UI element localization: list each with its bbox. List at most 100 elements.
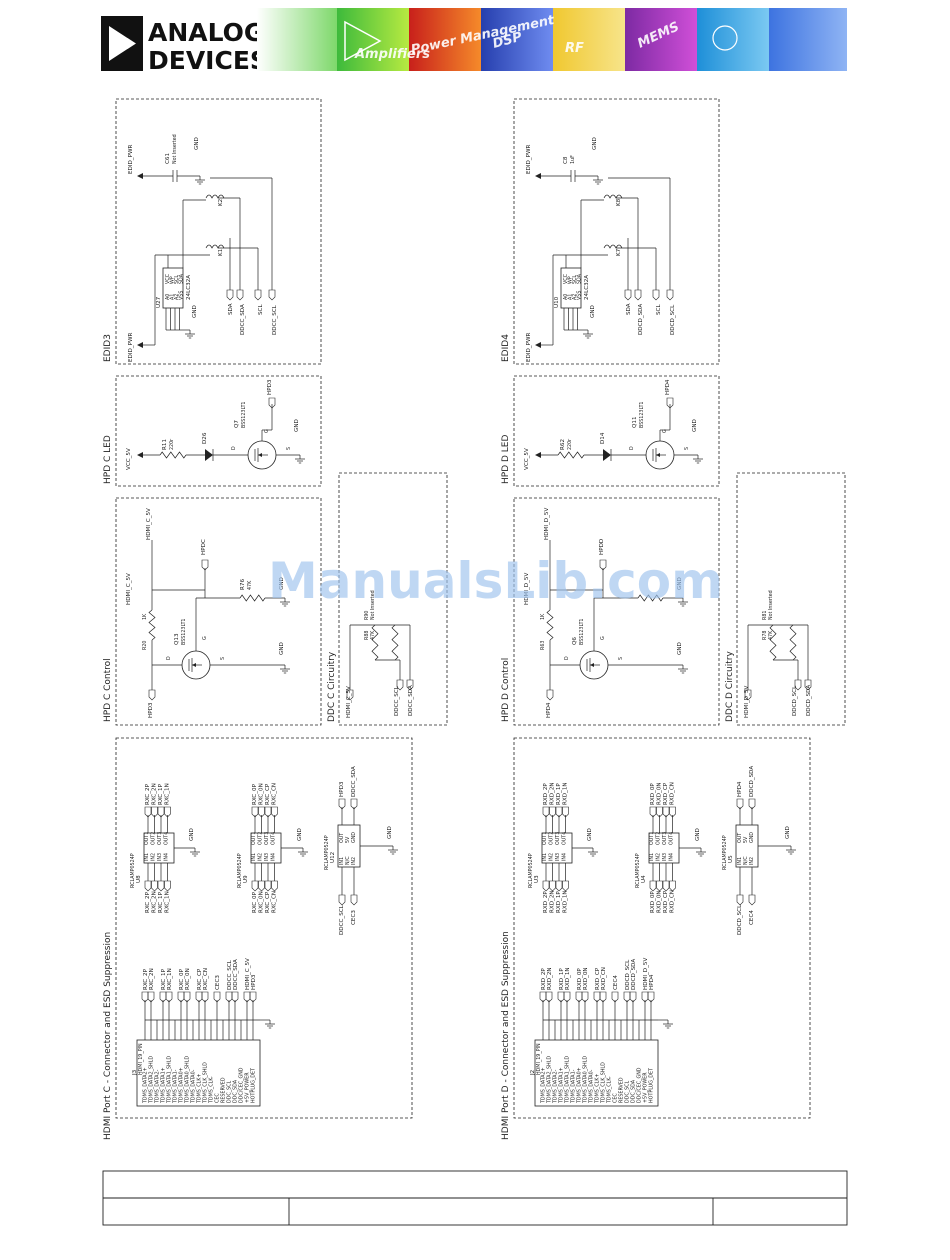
title-hdmi-d: HDMI Port D - Connector and ESD Suppress… — [501, 931, 511, 1140]
esd-a-pin-in-3: IN4 — [562, 853, 568, 861]
ctrl-mosfet-arrow — [590, 663, 594, 667]
hdmi-net-flag-6 — [195, 991, 203, 1003]
edid-ic-part: 24LC32A — [584, 275, 590, 300]
esd-b-out-label-1: RXC_0N — [259, 783, 265, 805]
hdmi-net-label-5: RXC_0N — [185, 968, 191, 990]
esd-b-out-label-3: RXC_CN — [272, 783, 278, 805]
hdmi-net-flag-6 — [593, 991, 601, 1003]
led-gate-label: G — [662, 429, 668, 433]
hdmi-pin-name-11: TDMS_CLK- — [209, 1076, 215, 1104]
title-block — [102, 1170, 848, 1226]
header: ANALOG DEVICES Amplifiers Power Manageme… — [101, 8, 847, 75]
led-drain-label: D — [231, 446, 237, 450]
esd-c-ref: U12 — [330, 852, 336, 863]
led-vcc-arrow — [535, 452, 541, 458]
edid-ic-gnd-label: GND — [192, 305, 198, 318]
esd-b-out-flag-2 — [662, 806, 670, 818]
esd-b-out-label-0: RXD_0P — [650, 783, 656, 805]
edid-cap-gnd-label: GND — [194, 137, 200, 150]
ctrl-hpd-flag — [546, 689, 554, 701]
ddc-resistor-1-val: Not Inserted — [768, 590, 774, 620]
ctrl-hpdc-flag — [599, 559, 607, 571]
ddc-resistor-2 — [769, 624, 777, 661]
ctrl-hpd-flag — [148, 689, 156, 701]
hdmi-connector-body — [534, 1039, 659, 1107]
edid-relay-top-label: K2 — [218, 199, 224, 206]
hdmi-net-label-3: RXC_1N — [167, 968, 173, 990]
hdmi-pin-name-12: CEC — [215, 1093, 221, 1103]
hdmi-pin-name-7: TDMS_DATA0_SHLD — [185, 1056, 191, 1104]
ddc-scl-label: DDCC_SCL — [394, 685, 400, 716]
edid-ic-pin-4: VCC — [563, 273, 569, 284]
led-vcc-label: VCC_5V — [126, 448, 132, 470]
esd-a-out-label-0: RXC_2P — [145, 783, 151, 805]
hdmi-net-flag-12 — [249, 991, 257, 1003]
esd-c-out-label-0: HPD4 — [737, 781, 743, 797]
edid-pwr-bottom-arrow — [535, 342, 541, 348]
esd-c-in-flag-1 — [350, 894, 358, 906]
edid-ic-pin-4: VCC — [165, 273, 171, 284]
led-resistor — [159, 451, 187, 459]
esd-c-out-flag-0 — [736, 798, 744, 810]
esd-b-pin-in-3: IN4 — [669, 853, 675, 861]
edid-ddc-scl-flag — [268, 289, 276, 301]
esd-a-out-flag-0 — [542, 806, 550, 818]
edid-sda-label: SDA — [626, 303, 632, 315]
esd-a-in-label-0: RXC_2P — [145, 891, 151, 913]
edid-scl-flag — [254, 289, 262, 301]
esd-c-part: RCLAMP0524P — [722, 835, 728, 870]
edid-ic-gnd-label: GND — [590, 305, 596, 318]
hdmi-net-label-2: RXD_1P — [559, 968, 565, 990]
ctrl-drain-label: D — [166, 656, 172, 660]
ctrl-resistor-a — [148, 609, 156, 641]
edid-relay-top-label: K8 — [616, 198, 622, 206]
hdmi-net-flag-8 — [213, 991, 221, 1003]
hdmi-net-label-9: DDCC_SCL — [227, 959, 233, 990]
esd-c-out-flag-0 — [338, 798, 346, 810]
led-diode-icon — [205, 449, 213, 461]
banner-tile-5 — [625, 8, 697, 71]
esd-c-pin-in-0: IN1 — [737, 857, 743, 865]
hdmi-net-flag-3 — [563, 991, 571, 1003]
hdmi-connector-part: HDMI_19_PIN — [138, 1043, 144, 1075]
esd-a-pin-out-1: OUT2 — [549, 832, 555, 845]
esd-b-out-label-2: RXC_CP — [265, 783, 271, 805]
edid-ic-body — [560, 267, 582, 309]
edid-scl-flag — [652, 289, 660, 301]
hdmi-pin-name-9: TDMS_CLK+ — [197, 1074, 203, 1104]
edid-ic-ref: U10 — [554, 296, 560, 308]
esd-c-ref: U5 — [728, 855, 734, 863]
esd-a-pin-in-1: IN2 — [549, 853, 555, 861]
hdmi-net-label-1: RXC_2N — [149, 968, 155, 990]
hdmi-pin-name-8: TDMS_DATA0- — [191, 1069, 197, 1104]
hdmi-net-label-9: DDCD_SCL — [625, 959, 631, 990]
edid-ic-pin-0: A0 — [563, 294, 569, 300]
hdmi-net-label-0: RXD_2P — [541, 968, 547, 990]
ctrl-resistor-b — [239, 594, 266, 602]
hdmi-pin-name-17: +5V_POWER — [245, 1072, 251, 1103]
edid-ic-pin-1: A1 — [568, 294, 574, 300]
esd-a-in-label-1: RXD_2N — [550, 890, 556, 913]
esd-c-pin-out-2: GND — [351, 832, 357, 843]
hdmi-pin-name-17: +5V_POWER — [643, 1072, 649, 1103]
edid-relay-top — [205, 194, 225, 199]
esd-a-out-label-0: RXD_2P — [543, 783, 549, 805]
hdmi-net-label-4: RXC_0P — [179, 968, 185, 990]
hdmi-pin-name-15: DDC_SDA — [631, 1079, 637, 1103]
esd-a-gnd-label: GND — [189, 828, 195, 841]
esd-b-pin-out-1: OUT2 — [656, 832, 662, 845]
esd-b-pin-out-3: OUT4 — [271, 832, 277, 845]
edid-ic-pin-1: A1 — [170, 294, 176, 300]
edid-relay-top — [603, 194, 623, 199]
ddc-resistor-1 — [391, 624, 399, 661]
esd-a-pin-in-1: IN2 — [151, 853, 157, 861]
hdmi-net-flag-10 — [231, 991, 239, 1003]
ddc-resistor-2-ref: R78 — [762, 631, 768, 640]
esd-c-in-label-1: CEC4 — [749, 910, 755, 925]
esd-b-gnd-label: GND — [695, 828, 701, 841]
hdmi-net-label-7: RXD_CN — [601, 967, 607, 990]
edid-cap-gnd-label: GND — [592, 137, 598, 150]
box-hdmi-d — [513, 737, 811, 1119]
led-gnd-label: GND — [294, 419, 300, 432]
